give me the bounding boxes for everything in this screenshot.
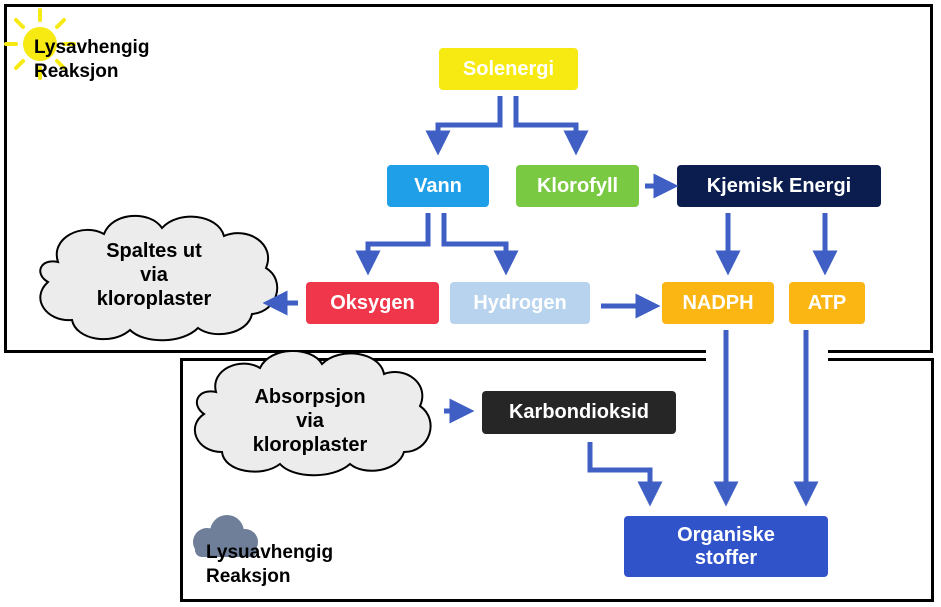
node-kjemisk-energi: Kjemisk Energi bbox=[677, 165, 881, 207]
cloud-icon bbox=[193, 515, 258, 557]
arrow-vann-oksygen bbox=[355, 213, 431, 276]
node-vann: Vann bbox=[387, 165, 489, 207]
absorpsjon-cloud-line-2: via bbox=[296, 410, 324, 432]
arrow-solenergi-klorofyll bbox=[513, 96, 589, 156]
absorpsjon-cloud-shape bbox=[193, 350, 432, 477]
panel-opening bbox=[706, 348, 828, 362]
dark-reaction-label-line-2: Reaksjon bbox=[206, 565, 291, 587]
spaltes-cloud-line-3: kloroplaster bbox=[96, 288, 212, 310]
node-karbondioksid: Karbondioksid bbox=[482, 391, 676, 434]
dark-reaction-label-line-1: Lysuavhengig bbox=[206, 542, 334, 563]
absorpsjon-cloud-line-3: kloroplaster bbox=[252, 434, 368, 456]
organiske-stoffer-line-1: Organiske bbox=[677, 523, 775, 546]
absorpsjon-cloud-label: Absorpsjon via kloroplaster bbox=[220, 385, 400, 457]
arrow-karbondioksid-organiske bbox=[587, 442, 663, 507]
node-organiske-stoffer: Organiske stoffer bbox=[624, 516, 828, 577]
light-reaction-label: Lysavhengig Reaksjon bbox=[34, 36, 149, 84]
spaltes-cloud-line-2: via bbox=[140, 264, 168, 286]
dark-reaction-label: Lysuavhengig Reaksjon bbox=[206, 541, 333, 589]
arrow-solenergi-vann bbox=[425, 96, 503, 156]
sun-icon bbox=[4, 8, 76, 80]
node-solenergi: Solenergi bbox=[439, 48, 578, 90]
absorpsjon-cloud-line-1: Absorpsjon bbox=[254, 386, 366, 408]
organiske-stoffer-line-2: stoffer bbox=[694, 546, 758, 569]
spaltes-cloud-line-1: Spaltes ut bbox=[106, 240, 202, 262]
arrow-vann-hydrogen bbox=[441, 213, 519, 276]
spaltes-cloud-label: Spaltes ut via kloroplaster bbox=[64, 239, 244, 311]
node-nadph: NADPH bbox=[662, 282, 774, 324]
light-reaction-label-line-2: Reaksjon bbox=[34, 60, 119, 82]
node-oksygen: Oksygen bbox=[306, 282, 439, 324]
light-reaction-label-line-1: Lysavhengig bbox=[34, 37, 150, 58]
node-klorofyll: Klorofyll bbox=[516, 165, 639, 207]
node-atp: ATP bbox=[789, 282, 865, 324]
node-hydrogen: Hydrogen bbox=[450, 282, 590, 324]
